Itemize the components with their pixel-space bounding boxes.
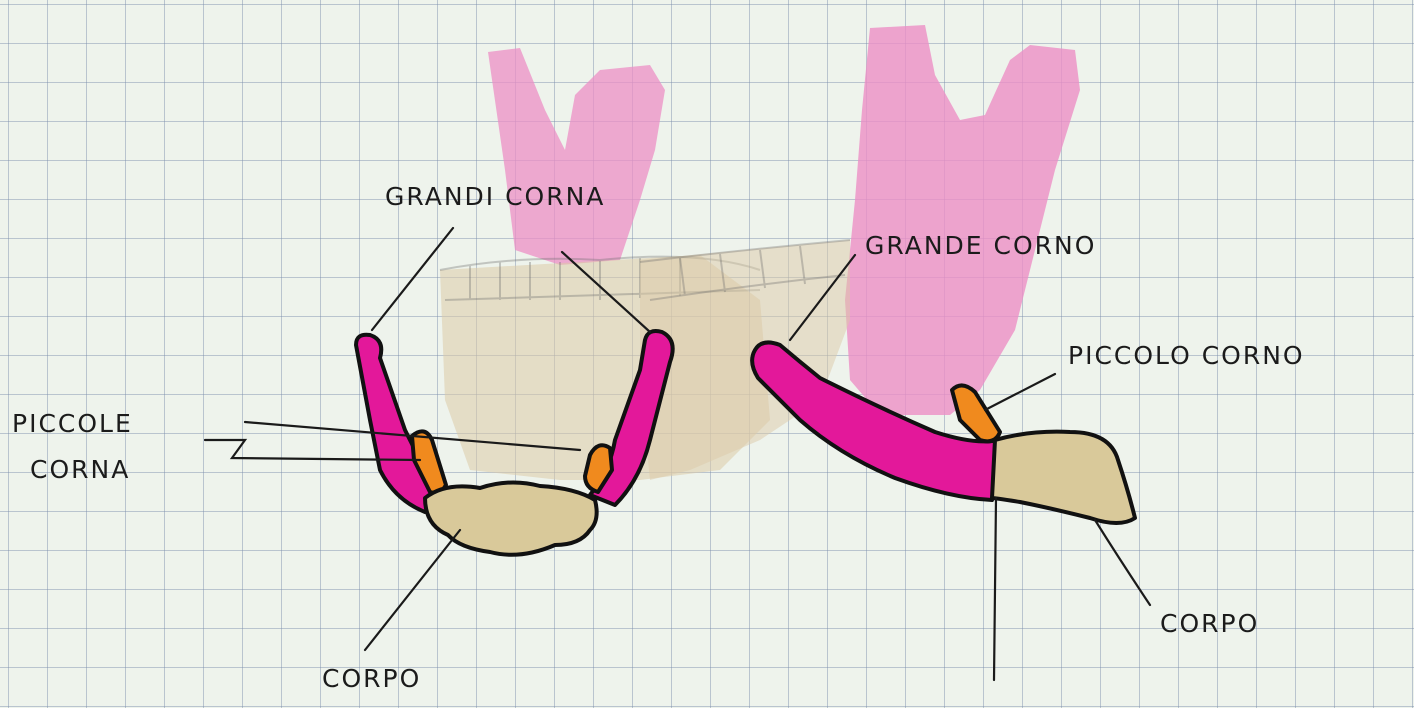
leader-bottom-vertical xyxy=(994,498,996,680)
label-corpo-side: CORPO xyxy=(1160,610,1259,639)
label-piccolo-corno: PICCOLO CORNO xyxy=(1068,342,1305,371)
label-piccole-corna-line2: CORNA xyxy=(30,456,130,485)
leader-corpo-front xyxy=(365,530,460,650)
hyoid-body-side xyxy=(992,432,1135,523)
leader-piccolo-corno xyxy=(985,374,1055,410)
label-corpo-front: CORPO xyxy=(322,665,421,694)
label-piccole-corna-line1: PICCOLE xyxy=(12,410,133,439)
label-grande-corno: GRANDE CORNO xyxy=(865,232,1096,261)
lesser-horn-side xyxy=(952,385,1000,441)
label-grandi-corna: GRANDI CORNA xyxy=(385,183,605,212)
mandible-side-pink-shading xyxy=(845,25,1080,415)
hyoid-body-front xyxy=(425,482,597,554)
leader-corpo-side xyxy=(1095,520,1150,605)
mandible-front-pink-shading xyxy=(488,48,665,265)
